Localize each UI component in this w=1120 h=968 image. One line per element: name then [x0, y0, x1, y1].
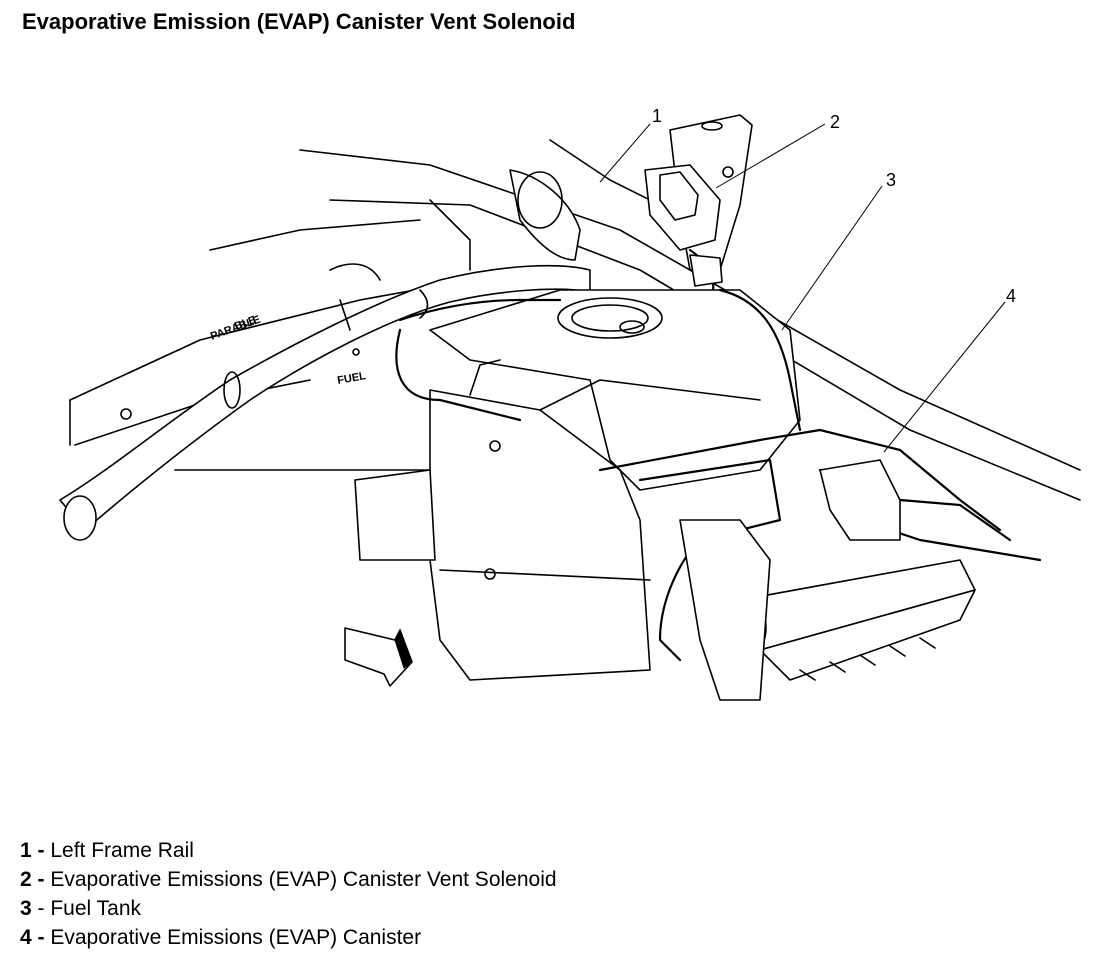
legend-separator: -: [31, 868, 51, 891]
callout-3: 3: [886, 170, 896, 190]
stamp-fuel: FUEL: [336, 370, 367, 387]
legend-number: 1: [20, 839, 32, 862]
evap-system-illustration: BLE PARABLE FUEL 1 2 3 4: [59, 106, 1081, 701]
legend-separator: -: [31, 839, 51, 862]
fuel-tank: [354, 289, 801, 681]
legend-text: Left Frame Rail: [50, 839, 194, 862]
legend-number: 2: [20, 868, 32, 891]
callout-2: 2: [830, 112, 840, 132]
legend: 1 - Left Frame Rail 2 - Evaporative Emis…: [20, 836, 557, 952]
evap-vent-solenoid: [644, 164, 723, 302]
legend-text: Evaporative Emissions (EVAP) Canister: [50, 926, 422, 949]
legend-number: 3: [20, 897, 32, 920]
fuel-filler-pipe: [59, 264, 591, 541]
leader-lines: [599, 123, 1006, 453]
legend-text: Evaporative Emissions (EVAP) Canister Ve…: [50, 868, 557, 891]
evap-canister: [679, 459, 976, 701]
legend-item: 3 - Fuel Tank: [20, 894, 557, 923]
legend-separator: -: [31, 897, 51, 920]
callout-4: 4: [1006, 286, 1016, 306]
legend-item: 4 - Evaporative Emissions (EVAP) Caniste…: [20, 923, 557, 952]
front-direction-arrow: [344, 627, 413, 687]
legend-text: Fuel Tank: [50, 897, 142, 920]
filler-neck: [329, 169, 581, 331]
legend-item: 2 - Evaporative Emissions (EVAP) Caniste…: [20, 865, 557, 894]
cross-member: [69, 199, 471, 471]
callout-1: 1: [652, 106, 662, 126]
legend-item: 1 - Left Frame Rail: [20, 836, 557, 865]
diagram-title: Evaporative Emission (EVAP) Canister Ven…: [22, 9, 576, 34]
legend-separator: -: [31, 926, 51, 949]
legend-number: 4: [20, 926, 32, 949]
fuel-lines: [395, 288, 1042, 662]
stamp-parable: PARABLE: [209, 314, 262, 343]
